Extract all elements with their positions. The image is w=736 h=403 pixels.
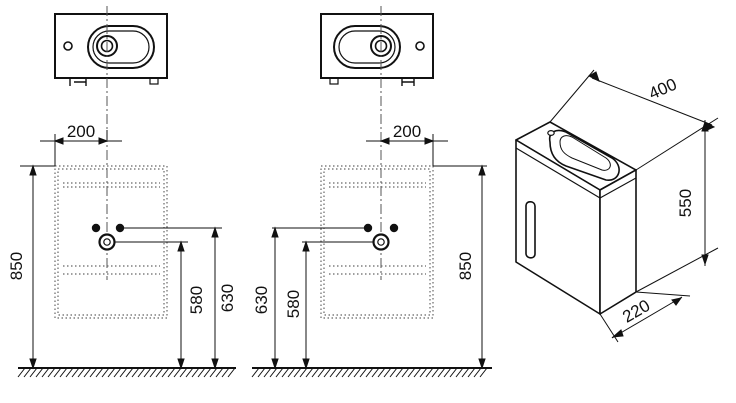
tap-hole-icon [63, 41, 73, 51]
left-basin-plan [54, 13, 168, 86]
faucet-icon [363, 223, 399, 251]
faucet-icon [91, 223, 125, 251]
iso-dim-400: 400 [646, 75, 680, 104]
left-dim-200: 200 [67, 122, 95, 141]
right-dim-850: 850 [456, 252, 475, 280]
right-dim-580: 580 [284, 290, 303, 318]
right-basin-plan [320, 13, 434, 86]
tap-hole-icon [415, 41, 425, 51]
left-dim-580: 580 [187, 286, 206, 314]
right-front-view: 200 630 580 850 [251, 122, 492, 378]
left-dim-630: 630 [218, 284, 237, 312]
left-dim-850: 850 [7, 252, 26, 280]
hatched-floor-icon [251, 367, 492, 378]
left-front-view: 200 850 580 630 [7, 122, 237, 378]
iso-dim-550: 550 [676, 189, 695, 217]
hatched-floor-icon [17, 367, 236, 378]
iso-dim-220: 220 [619, 296, 653, 327]
right-dim-200: 200 [393, 122, 421, 141]
right-dim-630: 630 [252, 286, 271, 314]
iso-dimensions [549, 69, 719, 343]
iso-cabinet [515, 121, 637, 315]
